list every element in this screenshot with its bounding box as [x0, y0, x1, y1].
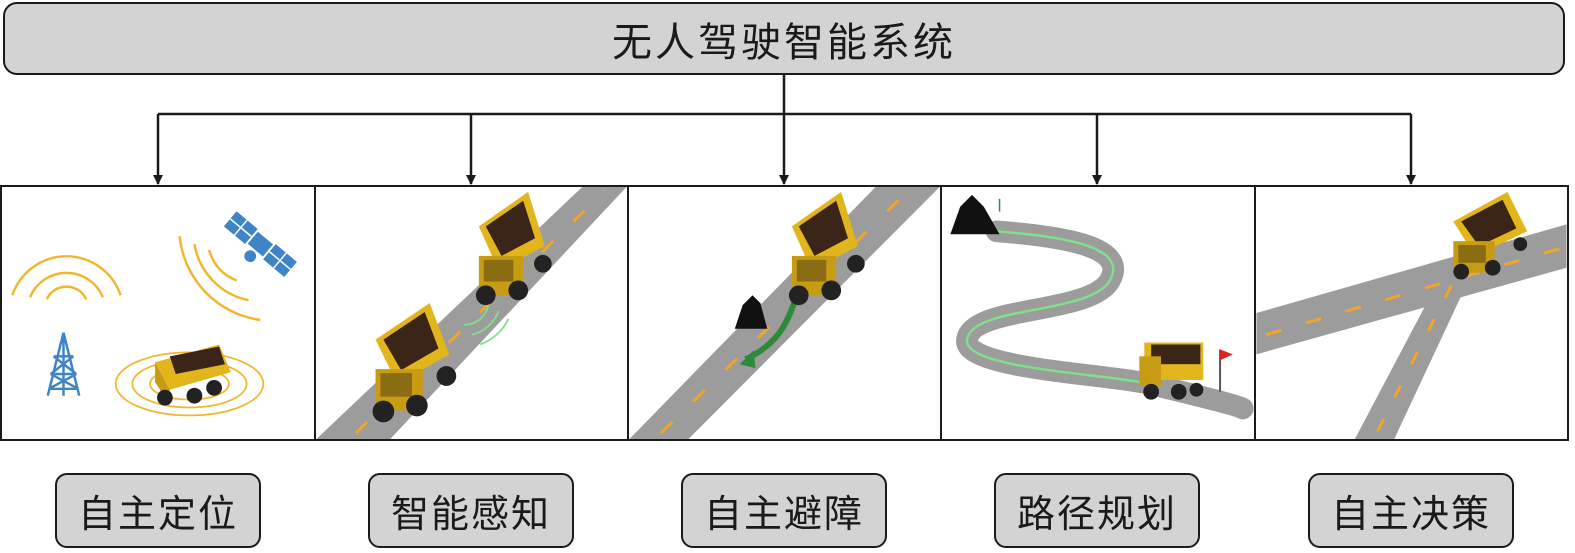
- lane-marking-main: [1265, 246, 1563, 337]
- label-perception: 智能感知: [368, 473, 574, 548]
- road: [629, 187, 940, 439]
- system-title: 无人驾驶智能系统: [612, 19, 956, 66]
- decision-illustration: [1256, 191, 1567, 439]
- rock-obstacle-icon: [734, 295, 768, 329]
- truck-icon: [1139, 342, 1204, 400]
- tower-signal-waves: [11, 255, 122, 300]
- panel-decision: [1254, 185, 1569, 441]
- avoid-path-arrow: [744, 294, 800, 362]
- label-path-planning: 路径规划: [994, 473, 1200, 548]
- label-obstacle-avoidance: 自主避障: [681, 473, 887, 548]
- panel-obstacle-avoidance: [627, 185, 942, 441]
- panel-path-planning: [940, 185, 1256, 441]
- path-planning-illustration: [950, 194, 1254, 420]
- satellite-signal-waves: [178, 236, 261, 322]
- perception-illustration: [316, 187, 627, 439]
- label-text: 智能感知: [390, 492, 551, 536]
- arrowhead-icon: [739, 350, 756, 369]
- panel-perception: [314, 185, 629, 441]
- label-text: 路径规划: [1016, 492, 1177, 536]
- label-text: 自主避障: [703, 492, 864, 536]
- road: [316, 187, 627, 439]
- system-title-box: 无人驾驶智能系统: [3, 2, 1565, 75]
- label-localization: 自主定位: [55, 473, 261, 548]
- label-text: 自主决策: [1330, 492, 1491, 536]
- lane-marking: [659, 189, 910, 435]
- truck-icon-rear: [372, 303, 457, 423]
- planned-path-line: [965, 230, 1150, 386]
- rock-start-icon: [950, 194, 1000, 235]
- branch-road: [1354, 270, 1474, 439]
- winding-road: [956, 220, 1254, 420]
- goal-flag-icon: [1220, 349, 1233, 361]
- truck-icon: [1453, 191, 1528, 280]
- localization-illustration: [11, 211, 297, 417]
- satellite-icon: [223, 211, 297, 277]
- radio-tower-icon: [46, 332, 81, 396]
- label-text: 自主定位: [77, 492, 238, 536]
- truck-icon: [788, 191, 865, 306]
- truck-icon-front: [475, 191, 552, 306]
- lane-marking-branch: [1375, 284, 1453, 434]
- sensor-waves: [464, 303, 510, 346]
- truck-icon: [155, 344, 231, 406]
- panel-localization: [0, 185, 316, 441]
- label-decision: 自主决策: [1308, 473, 1514, 548]
- avoidance-illustration: [629, 187, 940, 439]
